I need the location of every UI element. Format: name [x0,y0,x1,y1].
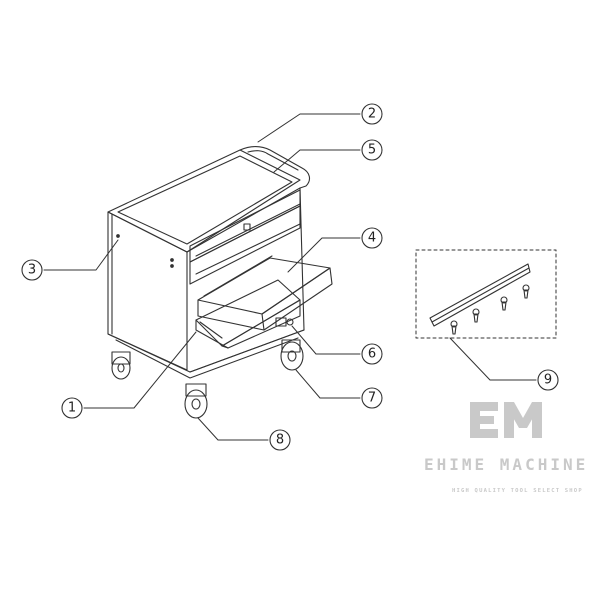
screws [450,284,530,335]
rail-strip [429,263,531,327]
callout-1: 1 [68,401,76,416]
inset-panel [415,249,557,339]
callout-circles [21,103,559,451]
brand-tagline: HIGH QUALITY TOOL SELECT SHOP [452,488,583,494]
em-logo-icon [470,402,542,438]
caster-rear-left [111,351,131,380]
caster-front-right [280,339,304,371]
callout-5: 5 [368,143,376,158]
lock [275,317,287,327]
brand-watermark: EHIME MACHINE HIGH QUALITY TOOL SELECT S… [424,402,588,494]
callout-4: 4 [368,231,376,246]
callout-labels: 2 5 3 4 6 7 1 8 9 [28,107,552,448]
callout-6: 6 [368,347,376,362]
cabinet-side-panel [107,211,188,371]
callout-9: 9 [544,373,552,388]
drawer-second [189,205,301,285]
callout-3: 3 [28,263,36,278]
leader-lines [43,113,537,441]
callout-8: 8 [276,433,284,448]
tool-cabinet-drawing [107,146,333,419]
cabinet-top [107,149,301,253]
caster-front-left [184,383,208,419]
callout-7: 7 [368,391,376,406]
callout-2: 2 [368,107,376,122]
brand-name: EHIME MACHINE [424,455,588,474]
handle-rail [239,146,311,189]
open-drawer-top [197,257,331,315]
open-drawer-lower [195,279,301,347]
open-drawer-front [261,267,333,331]
